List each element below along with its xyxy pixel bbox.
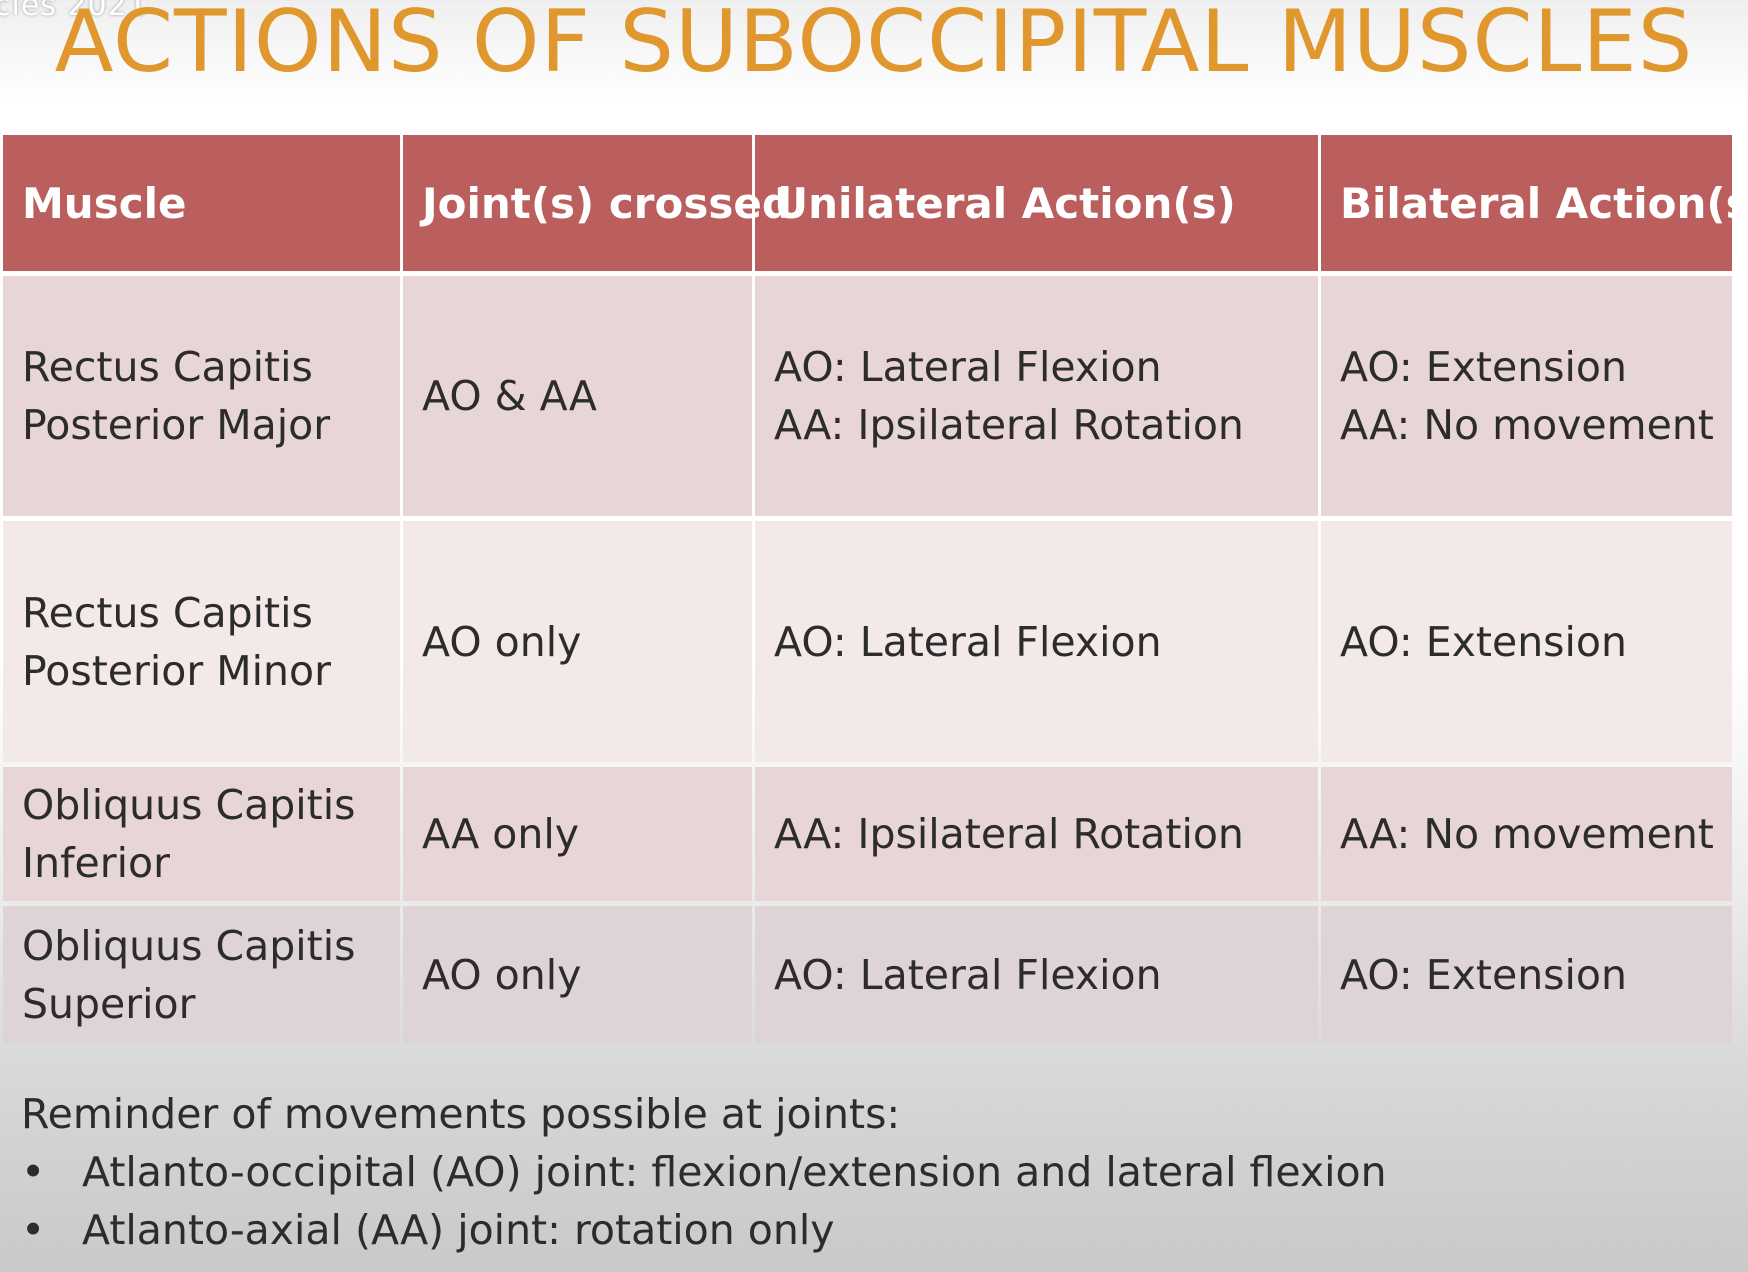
unilateral-cell: AO: Lateral Flexion — [755, 521, 1318, 762]
joints-cell: AO & AA — [403, 276, 752, 516]
table-row: Obliquus Capitis Inferior AA only AA: Ip… — [3, 767, 1732, 901]
joints-cell: AO only — [403, 521, 752, 762]
bilateral-action: AA: No movement — [1340, 810, 1714, 858]
table-header-row: Muscle Joint(s) crossed Unilateral Actio… — [3, 135, 1748, 271]
bilateral-cell: AO: Extension — [1321, 906, 1732, 1043]
unilateral-cell: AA: Ipsilateral Rotation — [755, 767, 1318, 901]
list-item: • Atlanto-occipital (AO) joint: flexion/… — [21, 1143, 1387, 1201]
unilateral-action: AA: Ipsilateral Rotation — [774, 401, 1244, 449]
unilateral-action: AA: Ipsilateral Rotation — [774, 810, 1244, 858]
bilateral-cell: AO: Extension AA: No movement — [1321, 276, 1732, 516]
bilateral-cell: AO: Extension — [1321, 521, 1732, 762]
table-row: Rectus Capitis Posterior Major AO & AA A… — [3, 276, 1732, 516]
reminder-heading: Reminder of movements possible at joints… — [21, 1090, 901, 1138]
table-row: Rectus Capitis Posterior Minor AO only A… — [3, 521, 1732, 762]
video-title-fragment: cles 2021 — [0, 0, 148, 23]
bilateral-action: AO: Extension — [1340, 950, 1627, 999]
joints-cell: AA only — [403, 767, 752, 901]
muscle-name-line: Obliquus Capitis — [22, 921, 356, 970]
muscle-name-line: Superior — [22, 979, 196, 1028]
muscle-name-line: Inferior — [22, 839, 170, 887]
header-unilateral-actions: Unilateral Action(s) — [755, 135, 1318, 271]
muscle-actions-table: Muscle Joint(s) crossed Unilateral Actio… — [0, 130, 1748, 1048]
slide-title: ACTIONS OF SUBOCCIPITAL MUSCLES — [54, 0, 1694, 92]
unilateral-action: AO: Lateral Flexion — [774, 617, 1162, 666]
bilateral-action: AA: No movement — [1340, 401, 1714, 449]
unilateral-cell: AO: Lateral Flexion — [755, 906, 1318, 1043]
bilateral-action: AO: Extension — [1340, 617, 1627, 666]
muscle-name-line: Obliquus Capitis — [22, 781, 356, 829]
muscle-cell: Rectus Capitis Posterior Minor — [3, 521, 400, 762]
muscle-name-line: Posterior Major — [22, 401, 331, 449]
list-item: • Atlanto-axial (AA) joint: rotation onl… — [21, 1201, 1387, 1259]
unilateral-action: AO: Lateral Flexion — [774, 343, 1162, 391]
muscle-cell: Obliquus Capitis Superior — [3, 906, 400, 1043]
reminder-item-ao: Atlanto-occipital (AO) joint: flexion/ex… — [82, 1148, 1387, 1196]
bilateral-action: AO: Extension — [1340, 343, 1627, 391]
muscle-name-line: Rectus Capitis — [22, 588, 313, 637]
muscle-cell: Rectus Capitis Posterior Major — [3, 276, 400, 516]
header-bilateral-actions: Bilateral Action(s) — [1321, 135, 1748, 271]
bullet-icon: • — [21, 1148, 46, 1196]
header-muscle: Muscle — [3, 135, 400, 271]
joint-movement-reminder: Reminder of movements possible at joints… — [21, 1085, 1387, 1259]
muscle-name-line: Posterior Minor — [22, 646, 331, 695]
muscle-name-line: Rectus Capitis — [22, 343, 313, 391]
table-row: Obliquus Capitis Superior AO only AO: La… — [3, 906, 1732, 1043]
header-joints-crossed: Joint(s) crossed — [403, 135, 792, 271]
bullet-icon: • — [21, 1206, 46, 1254]
bilateral-cell: AA: No movement — [1321, 767, 1732, 901]
muscle-cell: Obliquus Capitis Inferior — [3, 767, 400, 901]
unilateral-action: AO: Lateral Flexion — [774, 950, 1162, 999]
reminder-item-aa: Atlanto-axial (AA) joint: rotation only — [82, 1206, 835, 1254]
unilateral-cell: AO: Lateral Flexion AA: Ipsilateral Rota… — [755, 276, 1318, 516]
joints-cell: AO only — [403, 906, 752, 1043]
